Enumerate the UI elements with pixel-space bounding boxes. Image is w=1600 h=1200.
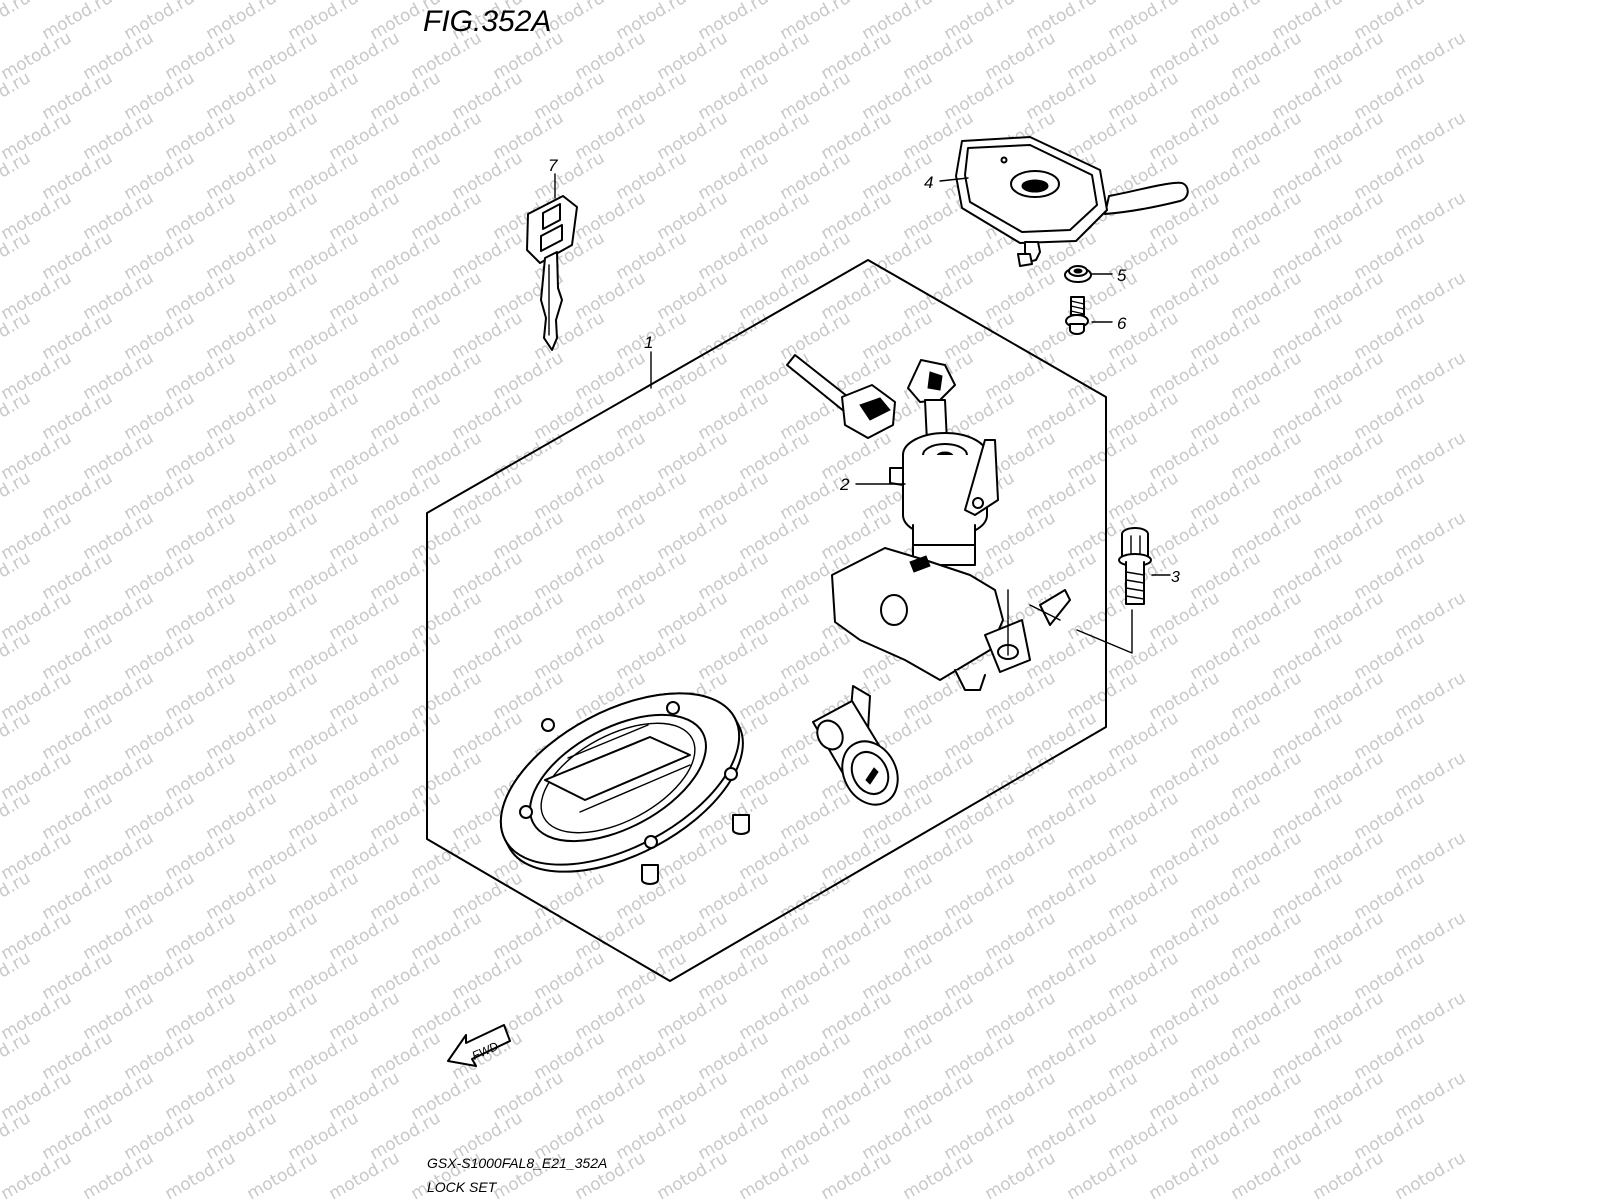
- screw-drawing: [1065, 296, 1089, 335]
- watermark-text: motod.ru: [654, 1148, 732, 1200]
- watermark-text: motod.ru: [1228, 1148, 1306, 1200]
- watermark-text: motod.ru: [818, 1148, 896, 1200]
- watermark-text: motod.ru: [80, 1148, 158, 1200]
- watermark-text: motod.ru: [244, 1148, 322, 1200]
- callout-7-label: 7: [548, 156, 558, 175]
- bolt-assembly-line: [1029, 604, 1133, 654]
- fuel-cap-ring-drawing: [499, 692, 750, 885]
- callout-4-label: 4: [924, 173, 933, 192]
- watermark-text: motod.ru: [1310, 1148, 1388, 1200]
- nut-drawing: [1064, 265, 1092, 283]
- figure-code: GSX-S1000FAL8_E21_352A: [427, 1155, 607, 1171]
- figure-name: LOCK SET: [427, 1179, 498, 1195]
- callout-6-label: 6: [1117, 314, 1127, 333]
- watermark-text: motod.ru: [162, 1148, 240, 1200]
- watermark-text: motod.ru: [982, 1148, 1060, 1200]
- callout-1-label: 1: [644, 333, 653, 352]
- ignition-cover-drawing: [955, 136, 1189, 267]
- callout-5-label: 5: [1117, 266, 1127, 285]
- watermark-text: motod.ru: [736, 1148, 814, 1200]
- watermark-text: motod.ru: [1146, 1148, 1224, 1200]
- watermark-text: motod.ru: [0, 0, 34, 44]
- figure-title: FIG.352A: [423, 5, 551, 38]
- callout-2-label: 2: [839, 475, 850, 494]
- key-drawing: [526, 195, 578, 351]
- watermark-text: motod.ru: [0, 1148, 75, 1200]
- watermark-text: motod.ru: [1064, 1148, 1142, 1200]
- watermark-text: motod.ru: [900, 1148, 978, 1200]
- seat-lock-cylinder-drawing: [812, 685, 899, 806]
- bolt-drawing: [1118, 527, 1152, 605]
- watermark-text: motod.ru: [1392, 1148, 1470, 1200]
- ignition-switch-drawing: [786, 354, 1071, 691]
- callout-3-label: 3: [1171, 569, 1180, 586]
- lock-set-kit-outline: [426, 259, 1107, 982]
- watermark-text: motod.ru: [326, 1148, 404, 1200]
- callout-4-leader: [939, 177, 969, 182]
